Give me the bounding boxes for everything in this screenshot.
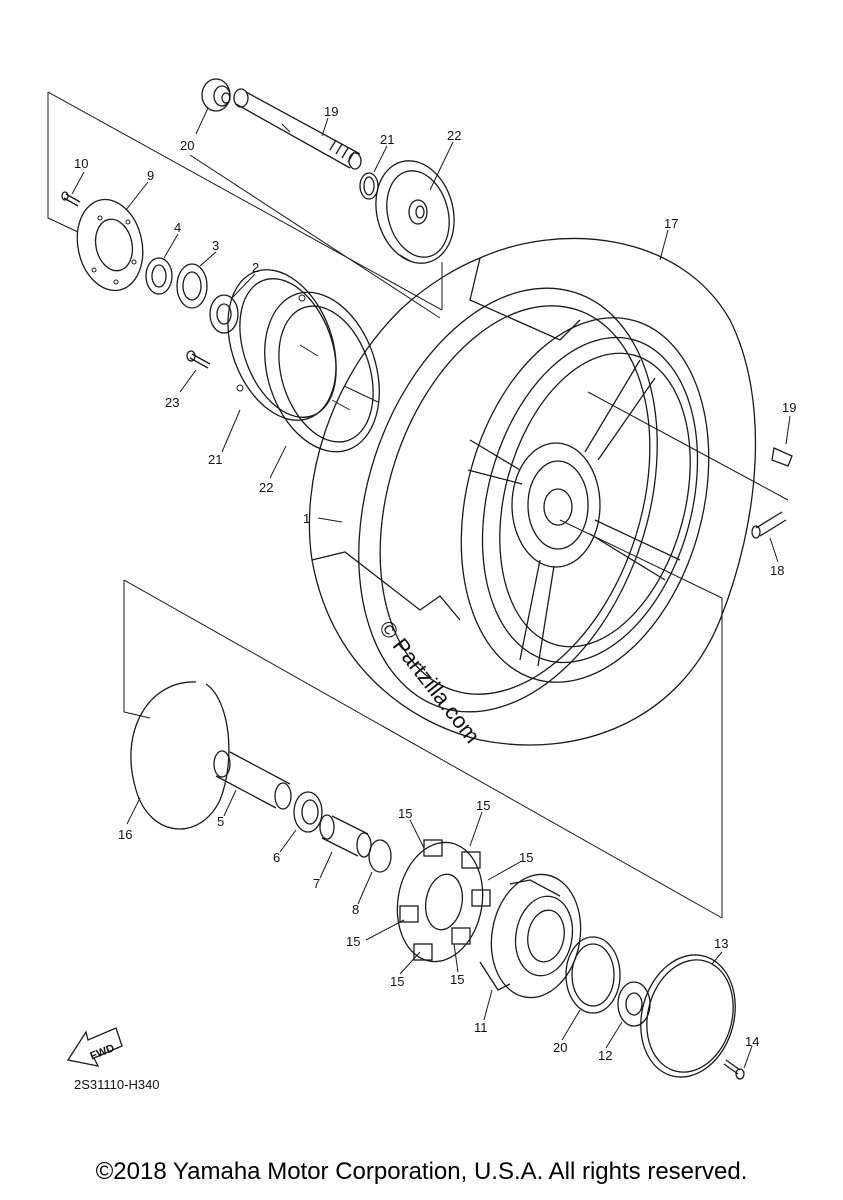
oil-seal-20 [565,936,621,1014]
callout-17: 17 [664,216,678,231]
callout-8: 8 [352,902,359,917]
callout-1: 1 [303,511,310,526]
copyright-footer: ©2018 Yamaha Motor Corporation, U.S.A. A… [95,1158,748,1185]
collar-7 [319,814,372,858]
callout-16: 16 [118,827,132,842]
brake-plate-27 [375,160,455,264]
reference-lines [47,91,789,919]
callout-21: 21 [208,452,222,467]
wheel-assembly-1-17 [308,237,757,746]
callout-15c: 15 [519,850,533,865]
callout-7: 7 [313,876,320,891]
callout-14: 14 [745,1034,759,1049]
fwd-arrow: FWD [66,1027,123,1067]
callout-10: 10 [74,156,88,171]
circlip-13 [640,954,736,1078]
valve-cap-19 [771,447,793,467]
spacer-5 [213,750,292,810]
callout-20: 20 [553,1040,567,1055]
fwd-label: FWD [88,1042,116,1063]
callout-6: 6 [273,850,280,865]
callout-5: 5 [217,814,224,829]
callout-19: 19 [782,400,796,415]
flange-plate-9 [76,198,144,292]
callout-11: 11 [474,1020,488,1035]
callout-15e: 15 [390,974,404,989]
callout-labels: 9 10 4 3 2 20 19 21 22 17 23 21 22 1 19 … [74,104,796,1063]
callout-15d: 15 [346,934,360,949]
callout-15b: 15 [476,798,490,813]
hub-dampers-15 [396,839,491,963]
collar-26 [359,172,379,200]
diagram-code: 2S31110-H340 [74,1077,160,1092]
bearing-3 [176,263,208,309]
bearing-12 [617,981,651,1027]
callout-15a: 15 [398,806,412,821]
callout-23: 23 [165,395,179,410]
bolt-23 [186,350,211,369]
callout-25: 20 [180,138,194,153]
callout-13: 13 [714,936,728,951]
callout-15f: 15 [450,972,464,987]
callout-3: 3 [212,238,219,253]
callout-12: 12 [598,1048,612,1063]
axle-24 [233,88,362,170]
callout-26: 21 [380,132,394,147]
callout-24: 19 [324,104,338,119]
drum-cover-22 [264,291,380,453]
screw-14 [723,1059,745,1080]
callout-4: 4 [174,220,181,235]
callout-27: 22 [447,128,461,143]
oil-seal-4 [145,257,173,295]
o-ring-8 [368,839,392,873]
bearing-2 [209,294,239,334]
bearing-6 [293,791,323,833]
callout-18: 18 [770,563,784,578]
driven-flange-11 [479,873,582,999]
bolt-10 [61,191,81,207]
callout-9: 9 [147,168,154,183]
exploded-parts-diagram: 9 10 4 3 2 20 19 21 22 17 23 21 22 1 19 … [47,78,796,1080]
callout-22: 22 [259,480,273,495]
circlip-16 [130,681,230,830]
drum-seal-21 [227,269,337,421]
axle-nut-25 [201,78,231,112]
watermark: © Partzilla.com [374,616,485,748]
valve-stem-18 [751,511,787,539]
callout-2: 2 [252,260,259,275]
leader-lines [71,107,791,1069]
